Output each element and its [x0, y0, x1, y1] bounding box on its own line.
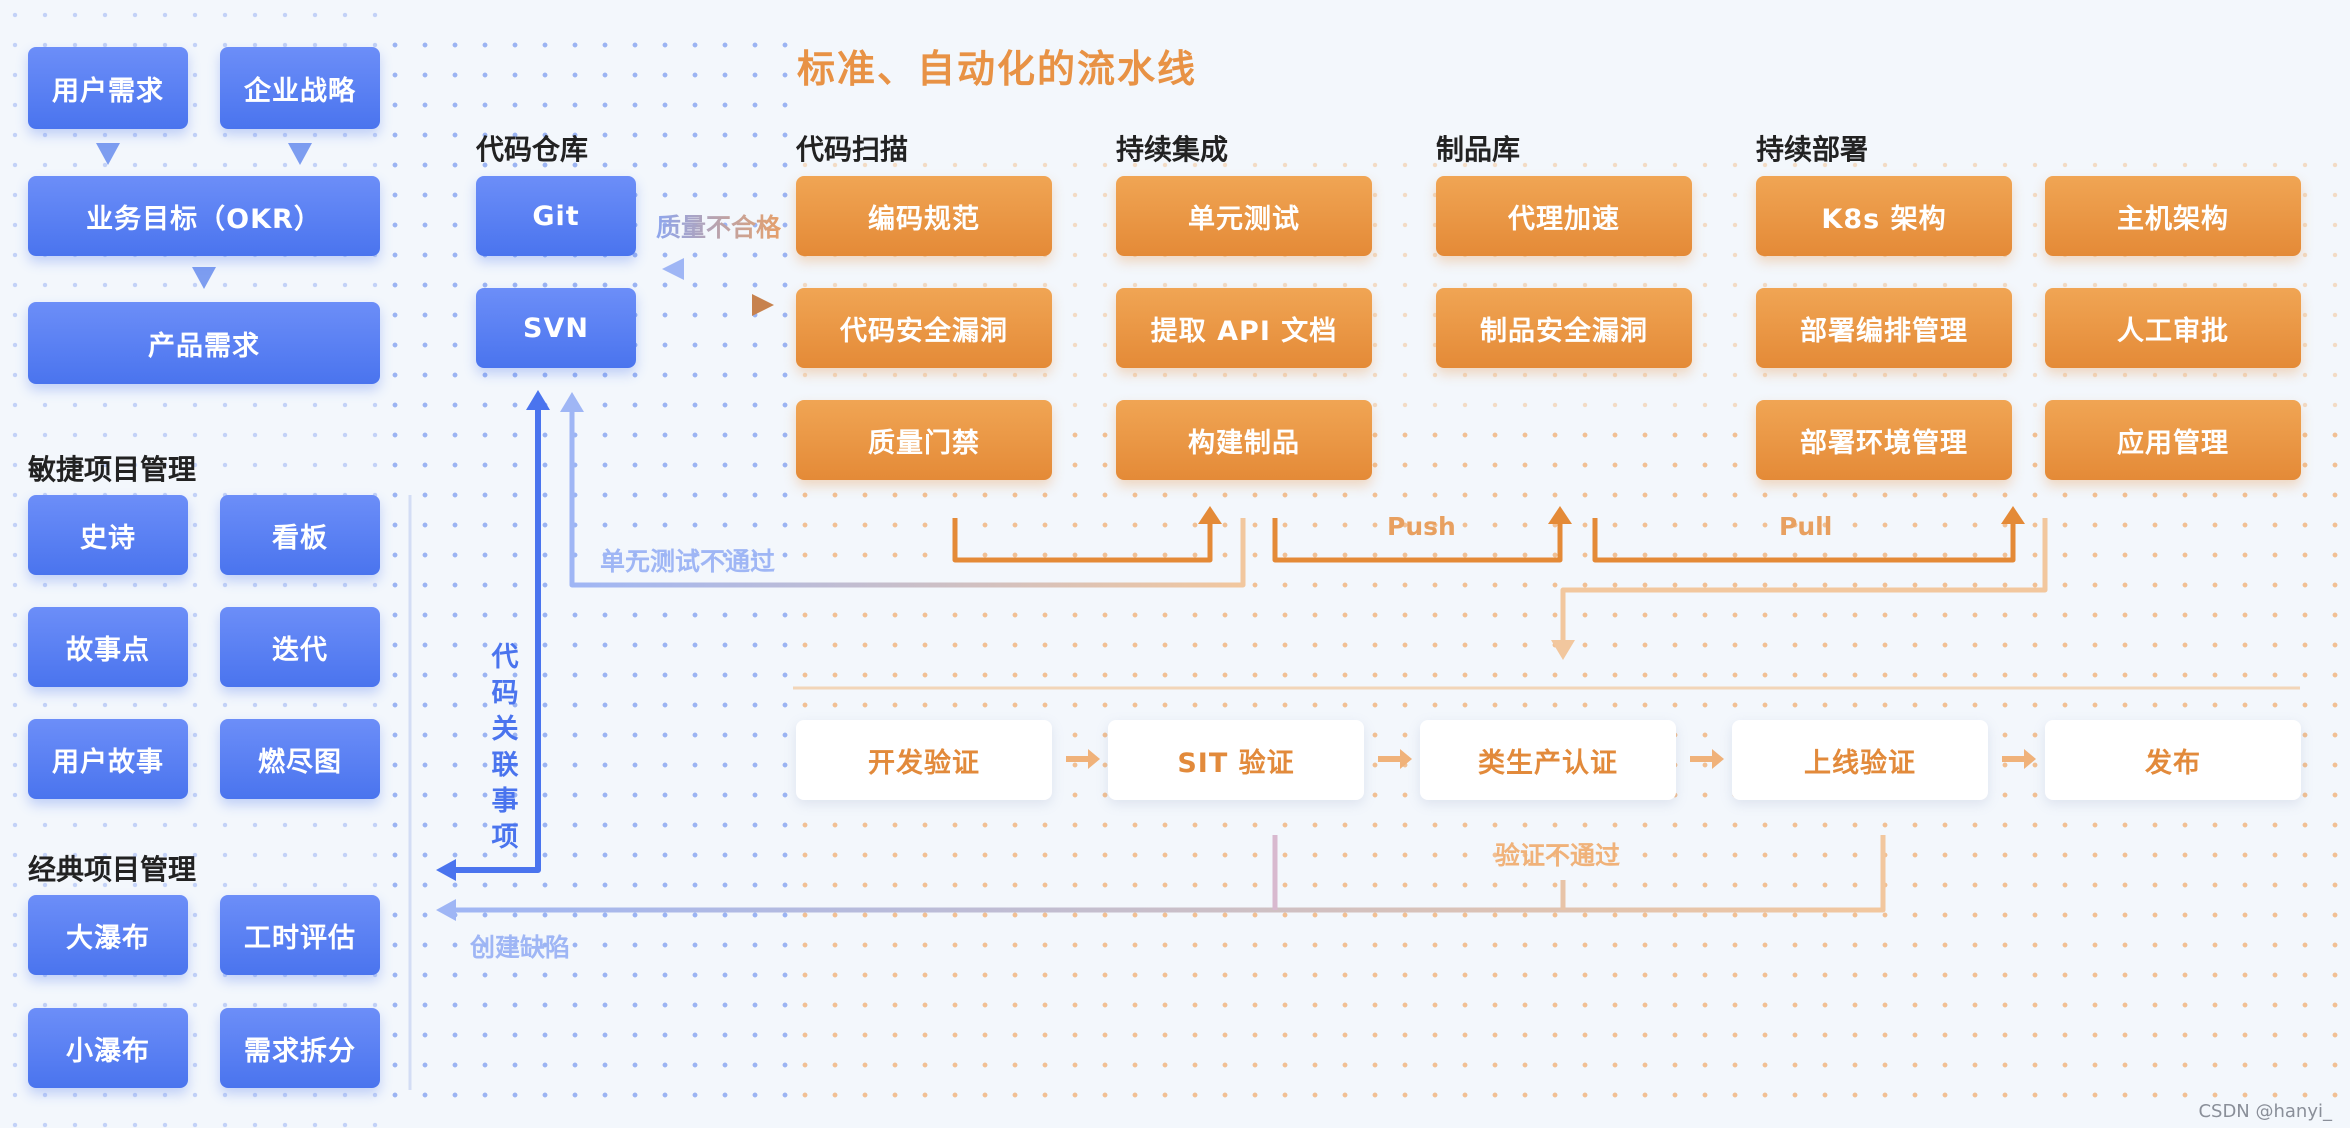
pull-label: Pull	[1779, 512, 1833, 541]
agile-heading: 敏捷项目管理	[28, 453, 197, 486]
cd-item: 主机架构	[2045, 176, 2301, 256]
artifact-item: 代理加速	[1436, 176, 1692, 256]
svn-box: SVN	[476, 288, 636, 368]
create-defect-label: 创建缺陷	[470, 933, 571, 962]
quality-fail-label: 质量不合格	[656, 208, 781, 244]
page-title: 标准、自动化的流水线	[797, 47, 1198, 91]
code-link-label: 代码关联事项	[491, 642, 519, 853]
classic-item: 工时评估	[220, 895, 380, 975]
push-connector	[1272, 518, 1563, 563]
quality-fail-arrows	[662, 258, 774, 316]
user-demand-box: 用户需求	[28, 47, 188, 129]
unit-test-fail-label: 单元测试不通过	[600, 547, 776, 576]
cd-item: 应用管理	[2045, 400, 2301, 480]
agile-item: 迭代	[220, 607, 380, 687]
enterprise-strategy-box: 企业战略	[220, 47, 380, 129]
classic-item: 小瀑布	[28, 1008, 188, 1088]
verify-step: 类生产认证	[1420, 720, 1676, 800]
agile-item: 史诗	[28, 495, 188, 575]
ci-item: 单元测试	[1116, 176, 1372, 256]
scan-item: 质量门禁	[796, 400, 1052, 480]
cd-item: K8s 架构	[1756, 176, 2012, 256]
cd-item: 人工审批	[2045, 288, 2301, 368]
cd-item: 部署编排管理	[1756, 288, 2012, 368]
product-demand-box: 产品需求	[28, 302, 380, 384]
verify-step: 开发验证	[796, 720, 1052, 800]
verify-fail-connector	[436, 835, 1886, 921]
cd-heading: 持续部署	[1756, 133, 1869, 166]
scan-item: 代码安全漏洞	[796, 288, 1052, 368]
deploy-to-verify-connector	[1551, 518, 2048, 660]
unit-test-fail-connector	[560, 392, 1246, 588]
verify-step: SIT 验证	[1108, 720, 1364, 800]
artifact-heading: 制品库	[1436, 133, 1521, 166]
repo-heading: 代码仓库	[476, 133, 589, 166]
scan-to-ci-connector	[952, 518, 1213, 563]
agile-item: 燃尽图	[220, 719, 380, 799]
cd-item: 部署环境管理	[1756, 400, 2012, 480]
agile-item: 看板	[220, 495, 380, 575]
verify-flow-arrows	[1066, 749, 2036, 769]
verify-step: 发布	[2045, 720, 2301, 800]
verify-step: 上线验证	[1732, 720, 1988, 800]
verify-fail-label: 验证不通过	[1495, 841, 1621, 870]
code-link-connector	[436, 390, 550, 881]
classic-heading: 经典项目管理	[28, 853, 197, 886]
agile-item: 用户故事	[28, 719, 188, 799]
push-label: Push	[1387, 512, 1456, 541]
agile-item: 故事点	[28, 607, 188, 687]
artifact-item: 制品安全漏洞	[1436, 288, 1692, 368]
git-box: Git	[476, 176, 636, 256]
scan-heading: 代码扫描	[796, 133, 909, 166]
classic-item: 需求拆分	[220, 1008, 380, 1088]
scan-item: 编码规范	[796, 176, 1052, 256]
ci-item: 构建制品	[1116, 400, 1372, 480]
classic-item: 大瀑布	[28, 895, 188, 975]
req-arrows	[96, 143, 312, 289]
ci-heading: 持续集成	[1116, 133, 1229, 166]
business-goal-box: 业务目标（OKR）	[28, 176, 380, 256]
pull-connector	[1592, 518, 2016, 563]
ci-item: 提取 API 文档	[1116, 288, 1372, 368]
watermark: CSDN @hanyi_	[2198, 1101, 2332, 1122]
